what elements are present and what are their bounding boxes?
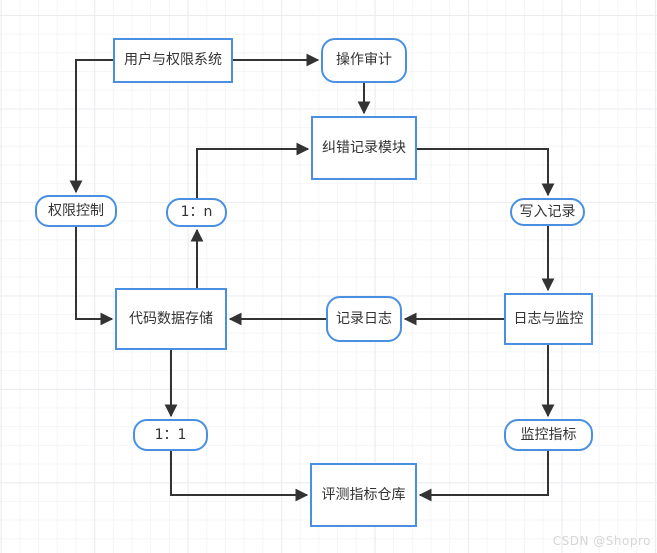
node-record-log: 记录日志: [326, 296, 402, 342]
node-label: 写入记录: [519, 203, 576, 220]
edge-metrics-to-warehouse: [418, 451, 549, 502]
edge-error-module-to-write-record: [417, 148, 555, 197]
node-monitoring-metrics: 监控指标: [504, 419, 593, 451]
node-label: 操作审计: [336, 52, 392, 69]
node-error-correction-module: 纠错记录模块: [311, 116, 417, 180]
node-log-monitoring: 日志与监控: [504, 293, 593, 345]
node-label: 代码数据存储: [129, 310, 213, 327]
node-label: 监控指标: [520, 426, 577, 443]
node-label: 评测指标仓库: [321, 486, 406, 503]
node-label: 权限控制: [48, 202, 104, 219]
edge-one-to-one-to-warehouse: [170, 451, 309, 502]
node-operation-audit: 操作审计: [321, 38, 407, 83]
node-label: 1：n: [180, 204, 213, 221]
node-label: 用户与权限系统: [124, 52, 222, 69]
node-write-record: 写入记录: [510, 198, 585, 226]
node-evaluation-metrics-warehouse: 评测指标仓库: [310, 463, 417, 527]
watermark: CSDN @Shopro: [552, 534, 651, 548]
edge-user-to-permission-control: [69, 59, 113, 194]
edge-one-to-n-to-error-module: [196, 142, 310, 198]
node-label: 1：1: [154, 426, 187, 443]
edge-permission-control-to-storage: [75, 227, 114, 326]
node-label: 纠错记录模块: [322, 139, 406, 156]
node-code-data-storage: 代码数据存储: [115, 288, 227, 350]
node-permission-control: 权限控制: [35, 195, 117, 227]
node-label: 日志与监控: [513, 310, 584, 327]
node-one-to-one: 1：1: [133, 419, 208, 451]
node-one-to-n: 1：n: [166, 198, 227, 227]
node-user-permission-system: 用户与权限系统: [113, 38, 233, 83]
node-label: 记录日志: [336, 310, 392, 327]
